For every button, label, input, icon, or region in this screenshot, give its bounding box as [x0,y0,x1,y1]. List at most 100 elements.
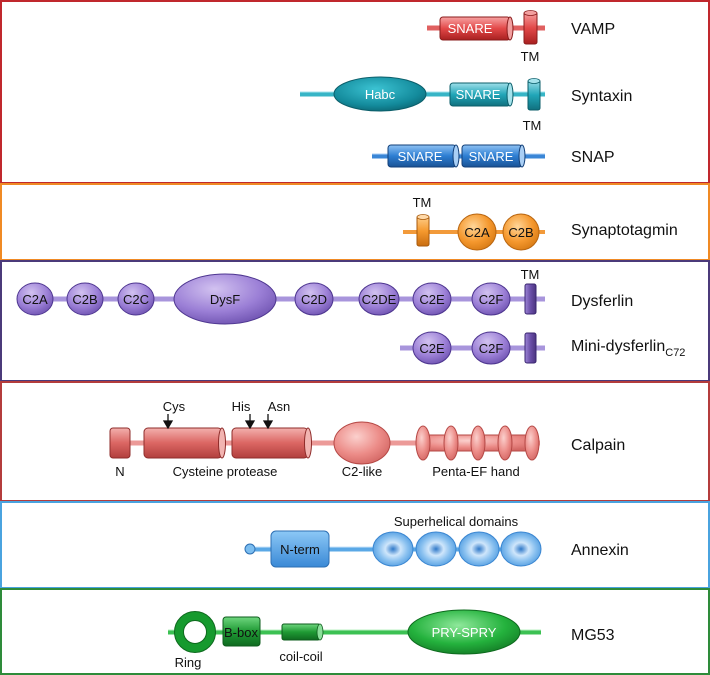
mini-dysferlin-c2e-domain [412,331,452,365]
annexin-repeat-2 [415,531,457,567]
dysferlin-domain-label: C2B [72,292,97,307]
calpain-protease-1-end-cap [218,427,226,459]
dysferlin-domain-label: C2E [419,292,445,307]
dysferlin-dysf-domain [173,273,277,325]
mg53-coil-label: coil-coil [279,649,322,664]
annexin-repeat-4 [500,531,542,567]
mini-dysferlin-name-subscript: C72 [665,347,685,359]
synaptotagmin-name: Synaptotagmin [571,222,678,239]
annexin-name: Annexin [571,542,629,559]
calpain-n-domain [109,427,131,459]
mg53-bbox-label: B-box [224,625,258,640]
syntaxin-protein: Habc SNARE TM Syntaxin [300,76,632,133]
dysferlin-c2c-domain [117,282,155,316]
dysferlin-domain-label: C2F [479,292,504,307]
synaptotagmin-c2b-domain [502,213,540,251]
mini-dysferlin-tm-domain [524,332,537,364]
mg53-protein: B-box PRY-SPRY Ring coil-coil MG53 [168,609,615,670]
syntaxin-snare-end-cap [506,82,514,107]
dysferlin-domain-label: C2DE [362,292,397,307]
syntaxin-habc-domain [333,76,427,112]
mg53-bbox-domain [222,616,261,647]
dysferlin-c2de-domain [358,282,400,316]
dysferlin-tm-label: TM [521,267,540,282]
snap-snare-label-1: SNARE [398,149,443,164]
vamp-tm-domain [523,11,538,45]
calpain-ef-hand-5 [524,425,540,461]
synaptotagmin-protein: TM C2A C2B Synaptotagmin [403,195,678,251]
mini-dysferlin-domain-label: C2F [479,341,504,356]
dysferlin-domain-label: C2C [123,292,149,307]
annexin-nterm-label: N-term [280,542,320,557]
calpain-ef-label: Penta-EF hand [432,464,519,479]
synaptotagmin-c2a-label: C2A [464,225,490,240]
syntaxin-snare-label: SNARE [456,87,501,102]
synaptotagmin-tm-domain [416,215,430,247]
synaptotagmin-tm-label: TM [413,195,432,210]
dysferlin-domain-label: DysF [210,292,240,307]
mg53-pry-spry-label: PRY-SPRY [432,625,497,640]
syntaxin-tm-cap [527,78,541,84]
dysferlin-protein: C2A C2B C2C DysF C2D C2DE C2E C2F TM Dys… [16,267,633,325]
annexin-protein: N-term Superhelical domains Annexin [244,514,629,568]
mini-dysferlin-protein: C2E C2F Mini-dysferlinC72 [400,331,685,365]
annexin-repeat-1 [372,531,414,567]
snap-snare-2-end-cap [518,144,526,168]
his-arrowhead-icon [244,420,256,430]
calpain-protease-label: Cysteine protease [173,464,278,479]
dysferlin-c2a-domain [16,282,54,316]
calpain-c2like-domain [333,421,391,465]
vamp-tm-label: TM [521,49,540,64]
annexin-repeat-3 [458,531,500,567]
calpain-ef-hand-1 [415,425,431,461]
calpain-protease-domain-2 [231,427,309,459]
mg53-pry-spry-domain [407,609,521,655]
syntaxin-tm-domain [527,79,541,111]
calpain-cys-label: Cys [163,399,186,414]
mg53-ring-outline-outer [174,611,216,653]
mini-dysferlin-name: Mini-dysferlinC72 [571,338,685,359]
calpain-ef-hand-4 [497,425,513,461]
vamp-protein: SNARE TM VAMP [427,10,615,64]
calpain-n-label: N [115,464,124,479]
syntaxin-name: Syntaxin [571,88,632,105]
snap-snare-label-2: SNARE [469,149,514,164]
calpain-asn-label: Asn [268,399,290,414]
mg53-coil-domain [281,623,321,641]
annexin-nterm-domain [270,530,330,568]
vamp-snare-label: SNARE [448,21,493,36]
annexin-n-terminus-dot [244,543,256,555]
mg53-ring-outline-inner [183,620,207,644]
mg53-ring-domain [174,611,216,653]
vamp-snare-end-cap [506,16,514,41]
vamp-tm-cap [523,10,538,16]
mini-dysferlin-name-main: Mini-dysferlin [571,338,665,355]
calpain-protease-2-end-cap [304,427,312,459]
dysferlin-c2e-domain [412,282,452,316]
calpain-ef-hand-3 [470,425,486,461]
annexin-superhelical-label: Superhelical domains [394,514,519,529]
mg53-panel-border [0,588,710,675]
mg53-coil-end-cap [316,623,324,641]
calpain-ef-hand-2 [443,425,459,461]
calpain-c2like-label: C2-like [342,464,382,479]
mini-dysferlin-c2f-domain [471,331,511,365]
calpain-protease-domain-1 [143,427,223,459]
synaptotagmin-tm-cap [416,214,430,220]
snap-name: SNAP [571,149,615,166]
synaptotagmin-c2b-label: C2B [508,225,533,240]
dysferlin-domain-label: C2D [301,292,327,307]
cys-arrowhead-icon [162,420,174,430]
calpain-protein: Cys His Asn N Cysteine protease C2-like … [109,399,625,479]
dysferlin-c2b-domain [66,282,104,316]
snap-snare-1-end-cap [452,144,460,168]
mini-dysferlin-domain-label: C2E [419,341,445,356]
synaptotagmin-c2a-domain [457,213,497,251]
mg53-ring-label: Ring [175,655,202,670]
dysferlin-panel-border [0,260,710,382]
dysferlin-name: Dysferlin [571,293,633,310]
dysferlin-domain-label: C2A [22,292,48,307]
dysferlin-c2d-domain [294,282,334,316]
